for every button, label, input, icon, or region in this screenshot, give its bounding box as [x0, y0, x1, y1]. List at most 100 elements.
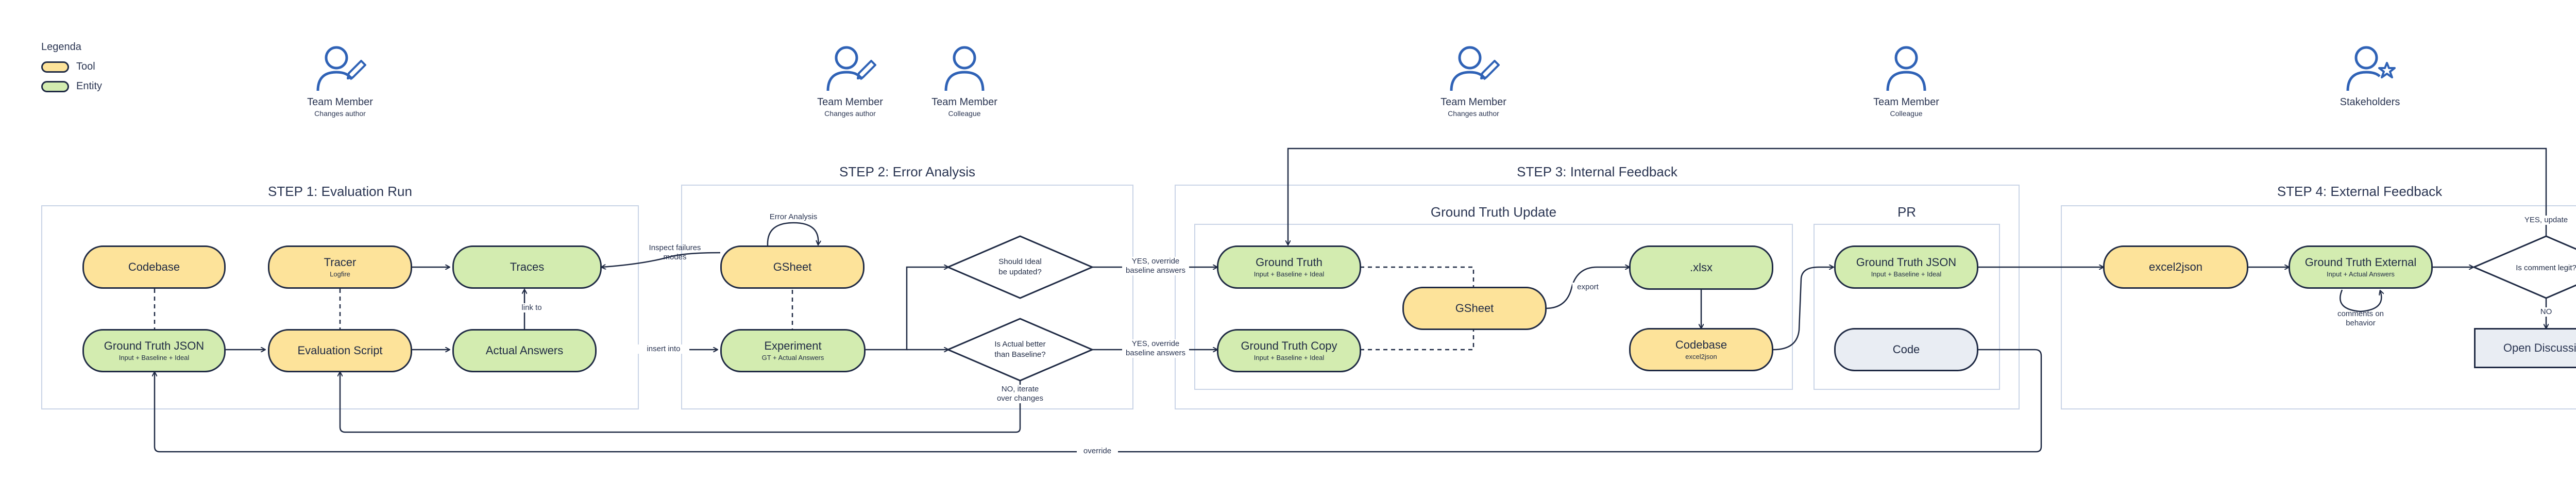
- legend-entity: Entity: [41, 80, 102, 92]
- node-sublabel: excel2json: [1685, 353, 1717, 361]
- decision-actual-shape: [946, 318, 1094, 382]
- legend-entity-swatch: [41, 80, 69, 92]
- open-discussion-node[interactable]: Open Discussion: [2474, 328, 2576, 368]
- excel2json-node[interactable]: excel2json: [2103, 245, 2248, 289]
- step3-section: [1175, 185, 2020, 409]
- ground-truth-node[interactable]: Ground Truth Input + Baseline + Ideal: [1217, 245, 1361, 289]
- team-member-edit-icon: [316, 46, 366, 91]
- label-line: Inspect failures: [649, 243, 701, 252]
- codebase-node[interactable]: Codebase: [82, 245, 226, 289]
- node-label: .xlsx: [1690, 260, 1713, 274]
- decision-actual-line2: than Baseline?: [994, 350, 1045, 359]
- node-label: Code: [1892, 342, 1920, 356]
- label-line: modes: [663, 253, 687, 261]
- pr-section: [1814, 224, 2000, 390]
- person-name: Team Member: [307, 96, 373, 108]
- decision-ideal-line1: Should Ideal: [998, 257, 1041, 266]
- code-override-gt-json: [155, 349, 2042, 453]
- gt-json-node[interactable]: Ground Truth JSON Input + Baseline + Ide…: [82, 329, 226, 372]
- link-to-label: link to: [516, 303, 547, 313]
- gt-json-pr-node[interactable]: Ground Truth JSON Input + Baseline + Ide…: [1834, 245, 1978, 289]
- gt-external-node[interactable]: Ground Truth External Input + Actual Ans…: [2289, 245, 2433, 289]
- node-label: Evaluation Script: [297, 343, 383, 357]
- node-label: Ground Truth JSON: [104, 339, 205, 352]
- label-line: NO, iterate: [1001, 385, 1039, 393]
- node-label: Tracer: [324, 255, 357, 269]
- person-3: Team Member Colleague: [908, 42, 1021, 118]
- label-line: baseline answers: [1126, 266, 1185, 275]
- xlsx-node[interactable]: .xlsx: [1629, 245, 1773, 290]
- actual-answers-node[interactable]: Actual Answers: [452, 329, 597, 372]
- node-label: excel2json: [2149, 260, 2202, 273]
- node-sublabel: Logfire: [330, 270, 350, 278]
- person-role: Changes author: [1448, 109, 1499, 118]
- person-4: Team Member Changes author: [1417, 42, 1530, 118]
- gt-gsheet-dashed: [1360, 266, 1475, 287]
- error-analysis-label: Error Analysis: [769, 212, 818, 221]
- decision-ideal-shape: [946, 235, 1094, 299]
- no-label: NO: [2538, 307, 2554, 317]
- team-member-edit-icon: [826, 46, 876, 91]
- no-iterate-to-eval: [340, 372, 1021, 433]
- node-label: Ground Truth: [1256, 255, 1323, 269]
- step3-title: STEP 3: Internal Feedback: [1517, 164, 1677, 179]
- ground-truth-copy-node[interactable]: Ground Truth Copy Input + Baseline + Ide…: [1217, 329, 1361, 372]
- node-label: Actual Answers: [485, 343, 564, 357]
- no-iterate-label: NO, iterate over changes: [989, 385, 1051, 403]
- decision-ideal-line2: be updated?: [998, 268, 1041, 276]
- node-sublabel: Input + Baseline + Ideal: [1253, 270, 1325, 278]
- person-2: Team Member Changes author: [793, 42, 907, 118]
- node-label: GSheet: [1455, 301, 1494, 315]
- person-name: Stakeholders: [2340, 96, 2400, 108]
- person-6: Stakeholders: [2313, 42, 2427, 109]
- gsheet2-node[interactable]: GSheet: [1402, 287, 1547, 330]
- label-line: YES, override: [1131, 339, 1180, 348]
- codebase-to-gt-json: [1773, 267, 1833, 351]
- step4-section: [2061, 205, 2576, 409]
- gt-update-title: Ground Truth Update: [1430, 204, 1557, 220]
- decision-actual-line1: Is Actual better: [994, 340, 1045, 349]
- node-sublabel: Input + Actual Answers: [2327, 270, 2395, 278]
- comments-label: comments on behavior: [2330, 309, 2392, 328]
- step2-title: STEP 2: Error Analysis: [839, 164, 975, 179]
- traces-node[interactable]: Traces: [452, 245, 602, 289]
- legend-tool-swatch: [41, 61, 69, 73]
- node-label: Codebase: [1675, 338, 1727, 351]
- experiment-to-ideal-decision: [866, 267, 948, 351]
- step4-title: STEP 4: External Feedback: [2277, 184, 2443, 199]
- person-role: Colleague: [948, 109, 981, 118]
- legend-title: Legenda: [41, 41, 81, 53]
- node-label: Codebase: [128, 260, 180, 273]
- label-line: over changes: [996, 394, 1044, 403]
- codebase2-node[interactable]: Codebase excel2json: [1629, 328, 1773, 371]
- person-role: Changes author: [824, 109, 876, 118]
- node-sublabel: GT + Actual Answers: [761, 354, 824, 362]
- node-label: GSheet: [773, 260, 812, 273]
- person-role: Changes author: [314, 109, 366, 118]
- yes-override-label-2: YES, override baseline answers: [1122, 339, 1189, 358]
- stakeholder-star-icon: [2346, 46, 2396, 91]
- node-label: Traces: [510, 260, 545, 273]
- team-member-edit-icon: [1450, 46, 1500, 91]
- person-5: Team Member Colleague: [1850, 42, 1963, 118]
- step1-title: STEP 1: Evaluation Run: [268, 184, 412, 199]
- label-line: comments on: [2337, 309, 2384, 318]
- legend-entity-label: Entity: [76, 80, 103, 92]
- person-name: Team Member: [931, 96, 997, 108]
- person-name: Team Member: [1440, 96, 1506, 108]
- gsheet-node[interactable]: GSheet: [720, 245, 865, 289]
- node-label: Experiment: [764, 339, 822, 352]
- node-sublabel: Input + Baseline + Ideal: [118, 354, 190, 362]
- code-node[interactable]: Code: [1834, 328, 1978, 371]
- person-role: Colleague: [1890, 109, 1923, 118]
- comments-loop: [2340, 290, 2381, 313]
- label-line: baseline answers: [1126, 349, 1185, 357]
- evaluation-script-node[interactable]: Evaluation Script: [268, 329, 412, 372]
- team-member-icon: [944, 46, 985, 91]
- inspect-failures-label: Inspect failures modes: [644, 243, 706, 262]
- node-sublabel: Input + Baseline + Ideal: [1871, 270, 1942, 278]
- export-label: export: [1572, 283, 1603, 292]
- experiment-node[interactable]: Experiment GT + Actual Answers: [720, 329, 866, 372]
- tracer-node[interactable]: Tracer Logfire: [268, 245, 412, 289]
